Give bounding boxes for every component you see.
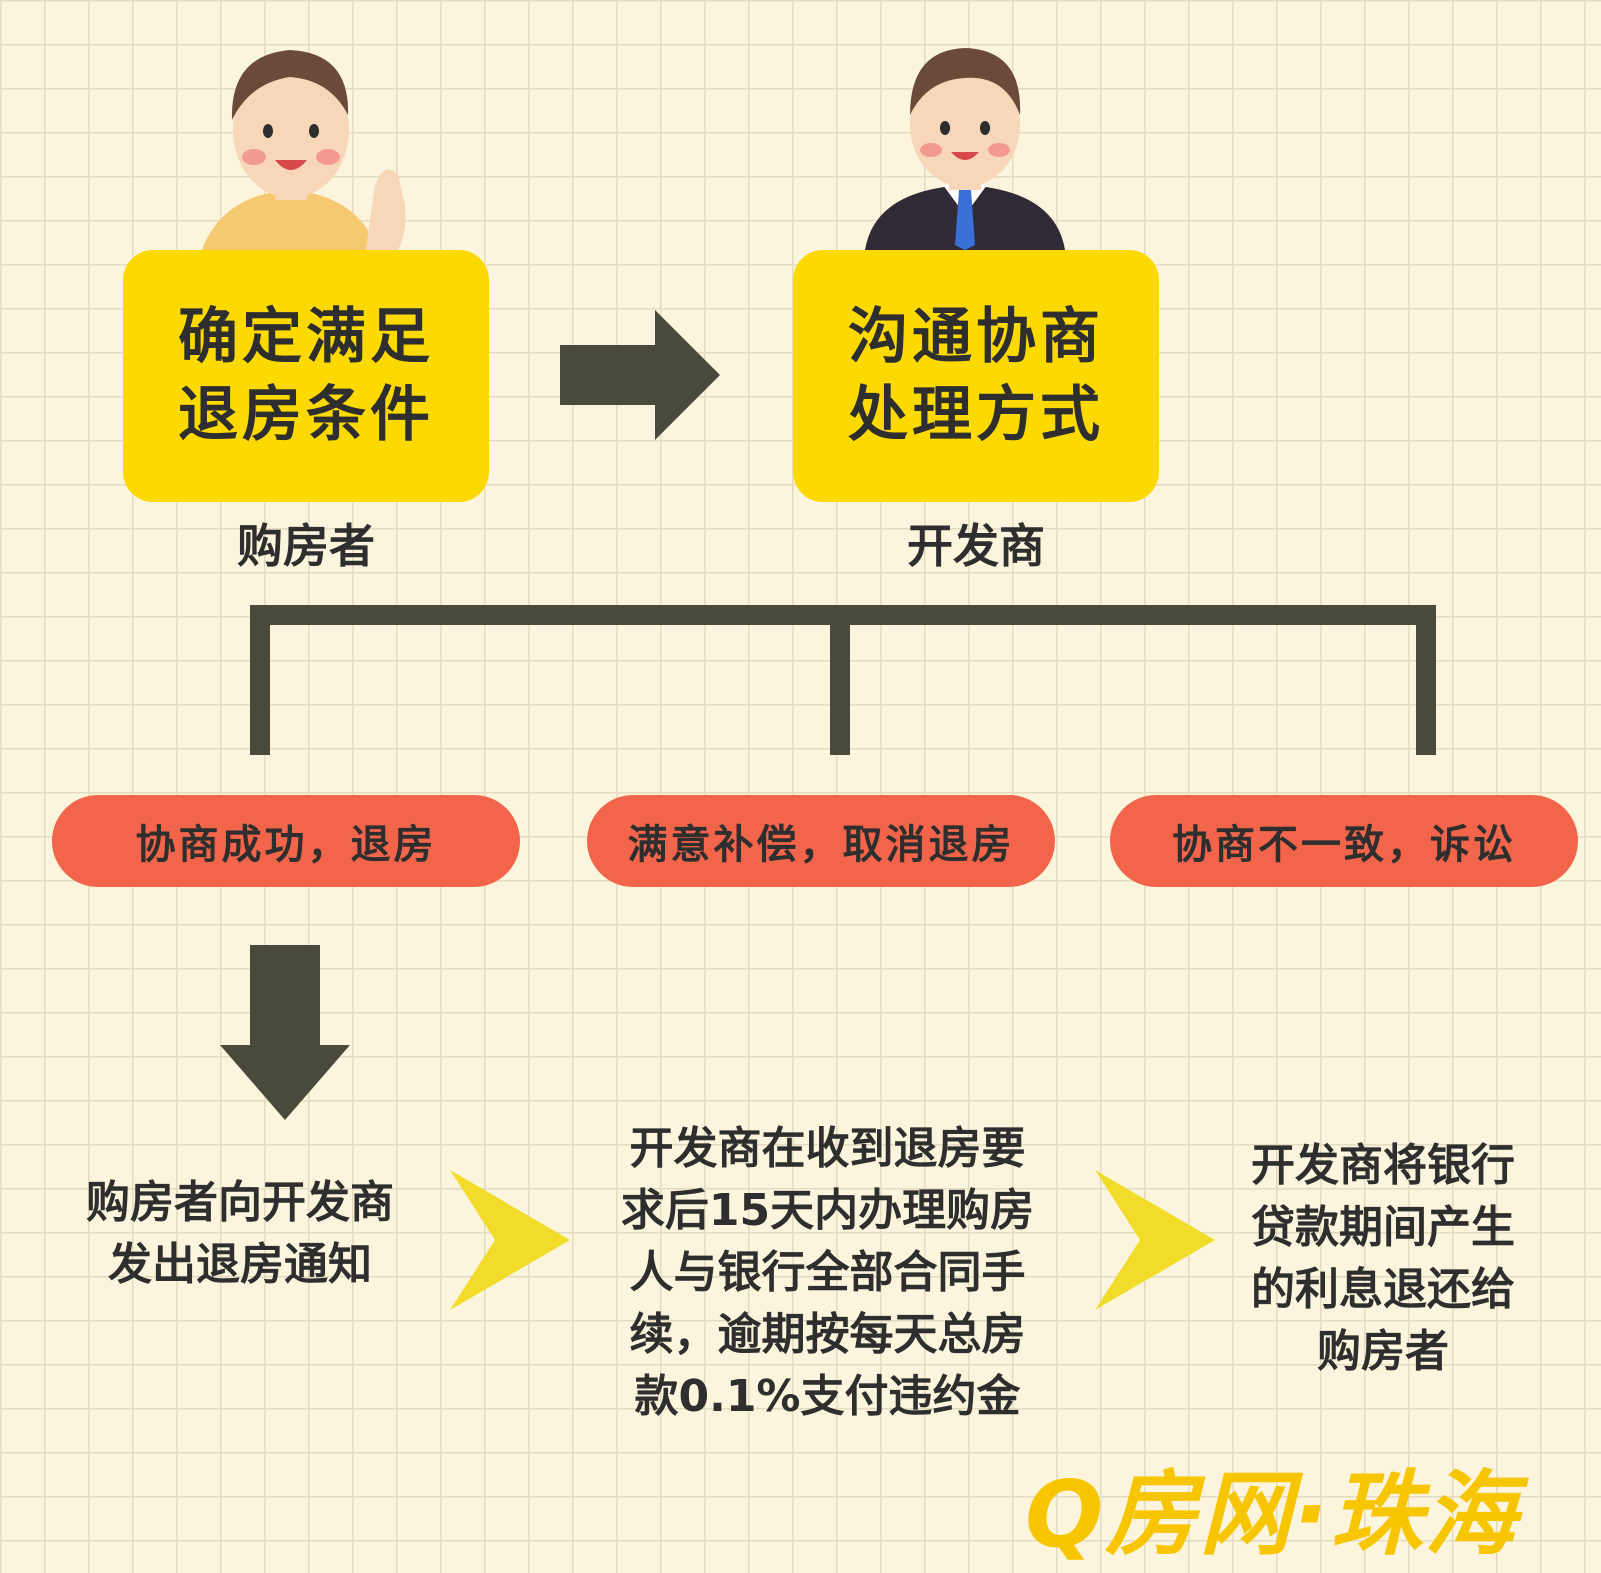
developer-role-label: 开发商	[907, 519, 1045, 573]
chevron-right-icon	[450, 1170, 570, 1310]
step2-text: 开发商在收到退房要 求后15天内办理购房 人与银行全部合同手 续，逾期按每天总房…	[620, 1123, 1035, 1422]
brand-watermark: Q房网·珠海	[1025, 1461, 1519, 1568]
chevron-right-icon	[1095, 1170, 1215, 1310]
right-arrow-icon	[560, 310, 720, 440]
outcome-pill-lawsuit: 协商不一致，诉讼	[1110, 795, 1578, 887]
negotiate-line2: 处理方式	[848, 380, 1104, 450]
step3-text: 开发商将银行 贷款期间产生 的利息退还给 购房者	[1251, 1140, 1515, 1377]
confirm-conditions-line1: 确定满足	[178, 302, 434, 372]
down-arrow-icon	[220, 945, 350, 1120]
step1-text: 购房者向开发商 发出退房通知	[86, 1177, 394, 1290]
negotiate-line1: 沟通协商	[848, 302, 1104, 372]
buyer-role-label: 购房者	[237, 519, 375, 573]
developer-illustration	[865, 48, 1065, 250]
outcome-label: 满意补偿，取消退房	[627, 822, 1015, 868]
confirm-conditions-box: 确定满足 退房条件	[123, 250, 489, 502]
outcome-pill-refund: 协商成功，退房	[52, 795, 520, 887]
buyer-illustration	[200, 50, 406, 255]
branch-connector	[250, 605, 1436, 755]
negotiate-box: 沟通协商 处理方式	[793, 250, 1159, 502]
confirm-conditions-line2: 退房条件	[178, 380, 434, 450]
outcome-label: 协商不一致，诉讼	[1172, 822, 1516, 868]
outcome-pill-compensation: 满意补偿，取消退房	[587, 795, 1055, 887]
outcome-label: 协商成功，退房	[135, 822, 437, 868]
